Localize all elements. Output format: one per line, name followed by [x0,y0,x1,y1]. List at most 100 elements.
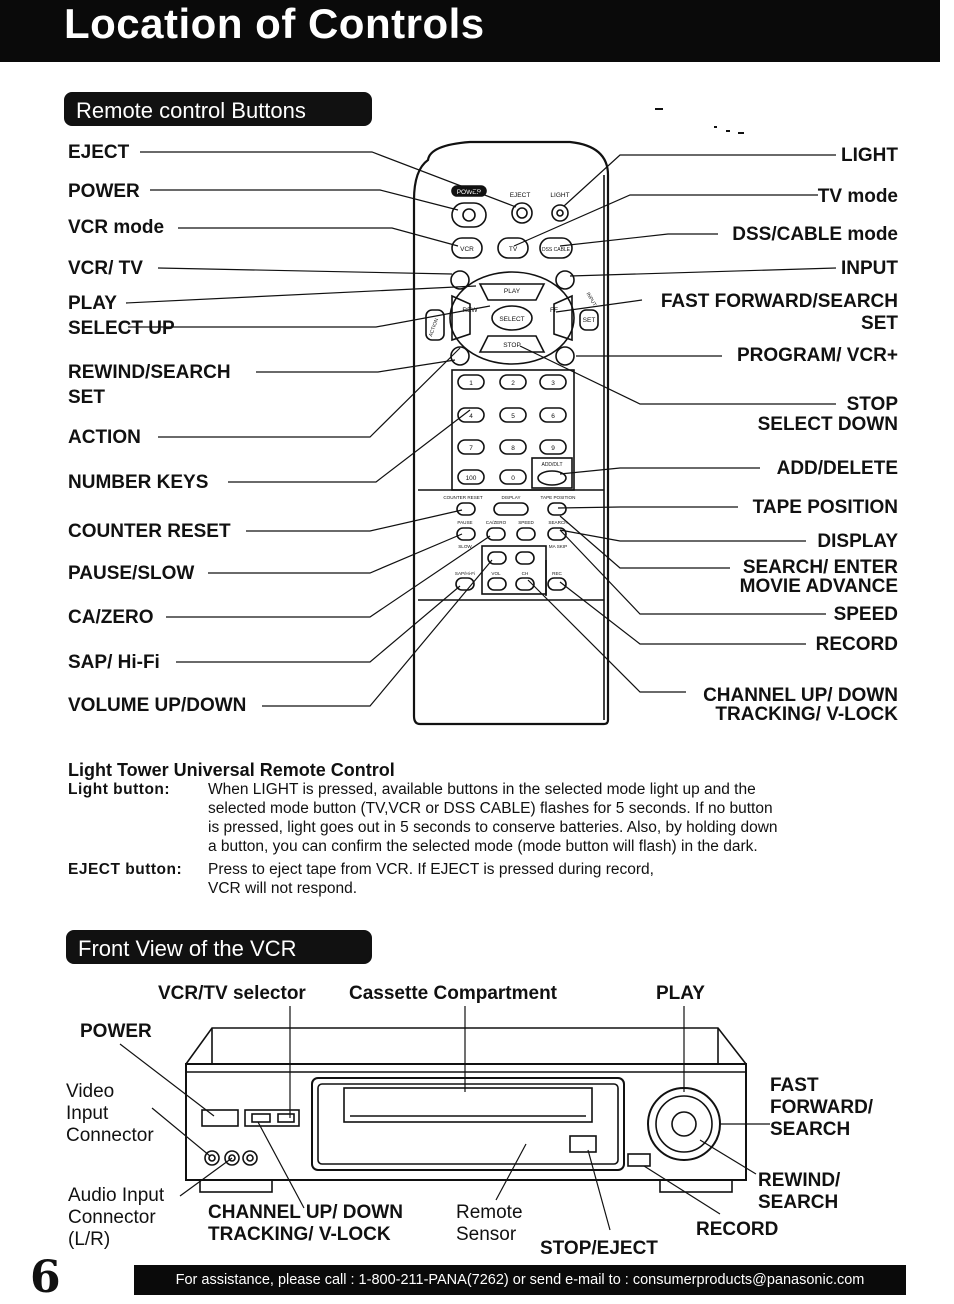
remote-text-ch: CH [522,571,529,576]
label-line: Video [66,1081,115,1102]
remote-text-search: SEARCH [548,520,567,525]
remote-key-7: 7 [469,445,473,452]
remote-text-speed: SPEED [518,520,534,525]
label-tape-position: TAPE POSITION [752,497,898,518]
assistance-footer: For assistance, please call : 1-800-211-… [134,1265,906,1295]
remote-text-tv: TV [509,246,518,253]
remote-text-play: PLAY [504,288,521,295]
label-fast-forward: FAST FORWARD/SEARCH [660,291,898,312]
remote-key-100: 100 [466,475,477,482]
label-vcr-tv: VCR/ TV [68,258,143,279]
label-remote-sensor: Remote Sensor [456,1202,523,1246]
page-number: 6 [30,1252,61,1303]
remote-text-sap: SAP/Hi-Fi [455,571,475,576]
text-line: VCR will not respond. [208,880,358,897]
label-light: LIGHT [841,145,898,166]
remote-text-ca-zero: CA/ZERO [486,520,507,525]
remote-text-light: LIGHT [550,192,569,199]
remote-section-heading: Remote control Buttons [64,92,372,126]
label-line: Remote [456,1202,523,1223]
remote-text-ff: FF [550,307,558,314]
vcr-diagram [119,1006,770,1231]
label-line: (L/R) [68,1229,111,1250]
label-vcr-channel: CHANNEL UP/ DOWN TRACKING/ V-LOCK [208,1202,403,1246]
page-title: Location of Controls [64,0,485,47]
description-light-button: Light button: When LIGHT is pressed, ava… [68,780,908,860]
remote-text-counter-reset: COUNTER RESET [443,495,482,500]
remote-key-6: 6 [551,413,555,420]
term-light-button: Light button: [68,781,171,798]
remote-text-set: SET [583,317,596,324]
term-eject-button: EJECT button: [68,861,183,878]
remote-text-tape-position: TAPE POSITION [541,495,576,500]
label-rewind-search: REWIND/SEARCH [68,362,231,383]
label-power: POWER [68,181,140,202]
label-vcr-fast-forward: FAST FORWARD/ SEARCH [770,1075,873,1141]
label-display: DISPLAY [817,531,898,552]
remote-key-4: 4 [469,413,473,420]
remote-text-stop: STOP [503,342,521,349]
label-search-enter: SEARCH/ ENTER [742,557,898,578]
text-light-button: When LIGHT is pressed, available buttons… [208,780,908,856]
label-line: Sensor [456,1224,517,1245]
text-line: Press to eject tape from VCR. If EJECT i… [208,861,654,878]
label-action: ACTION [68,427,141,448]
remote-text-display: DISPLAY [501,495,520,500]
label-vcr-mode: VCR mode [68,217,165,238]
remote-text-select: SELECT [499,316,524,323]
label-line: FAST [770,1075,819,1096]
remote-text-pause: PAUSE [457,520,472,525]
label-line: REWIND/ [758,1170,841,1191]
remote-key-0: 0 [511,475,515,482]
remote-key-5: 5 [511,413,515,420]
label-line: Input [66,1103,109,1124]
label-sap-hifi: SAP/ Hi-Fi [68,652,160,673]
remote-text-power: POWER [457,189,482,196]
label-tv-mode: TV mode [817,186,898,207]
label-audio-input: Audio Input Connector (L/R) [68,1185,164,1251]
title-bar: Location of Controls [0,0,940,62]
label-speed: SPEED [833,604,898,625]
remote-key-3: 3 [551,380,555,387]
label-cassette: Cassette Compartment [349,983,557,1004]
label-vcr-rewind: REWIND/ SEARCH [758,1170,840,1214]
vcr-section-heading: Front View of the VCR [66,930,372,964]
label-line: SEARCH [758,1192,839,1213]
text-line: selected mode button (TV,VCR or DSS CABL… [208,800,773,817]
remote-text-vol: VOL [491,571,501,576]
label-movie-advance: MOVIE ADVANCE [739,576,898,597]
remote-text-ma-skip: MA SKIP [549,544,567,549]
label-line: TRACKING/ V-LOCK [208,1224,391,1245]
label-pause-slow: PAUSE/SLOW [68,563,195,584]
remote-text-input: INPUT [585,292,598,308]
label-vcr-record: RECORD [696,1219,779,1240]
label-input: INPUT [841,258,898,279]
label-line: SEARCH [770,1119,851,1140]
remote-key-8: 8 [511,445,515,452]
label-eject: EJECT [68,142,130,163]
label-line: FORWARD/ [770,1097,874,1118]
label-number-keys: NUMBER KEYS [68,472,209,493]
label-dss-cable-mode: DSS/CABLE mode [732,224,898,245]
remote-text-slow: SLOW [458,544,472,549]
label-play: PLAY [68,293,117,314]
remote-text-rew: REW [462,307,478,314]
label-vcr-play: PLAY [656,983,705,1004]
remote-text-add-dlt: ADD/DLT [541,462,562,468]
label-ca-zero: CA/ZERO [68,607,154,628]
label-volume: VOLUME UP/DOWN [68,695,247,716]
label-tracking: TRACKING/ V-LOCK [715,704,898,725]
remote-key-2: 2 [511,380,515,387]
text-eject-button: Press to eject tape from VCR. If EJECT i… [208,860,908,898]
label-program-vcrplus: PROGRAM/ VCR+ [737,345,898,366]
label-record: RECORD [815,634,898,655]
remote-text-action: ACTION [428,317,440,337]
description-eject-button: EJECT button: Press to eject tape from V… [68,860,908,900]
label-set-right: SET [861,313,898,334]
text-line: When LIGHT is pressed, available buttons… [208,781,756,798]
label-channel: CHANNEL UP/ DOWN [703,685,898,706]
text-line: is pressed, light goes out in 5 seconds … [208,819,778,836]
label-set-left: SET [68,387,105,408]
label-stop: STOP [846,394,898,415]
label-line: Audio Input [68,1185,165,1206]
